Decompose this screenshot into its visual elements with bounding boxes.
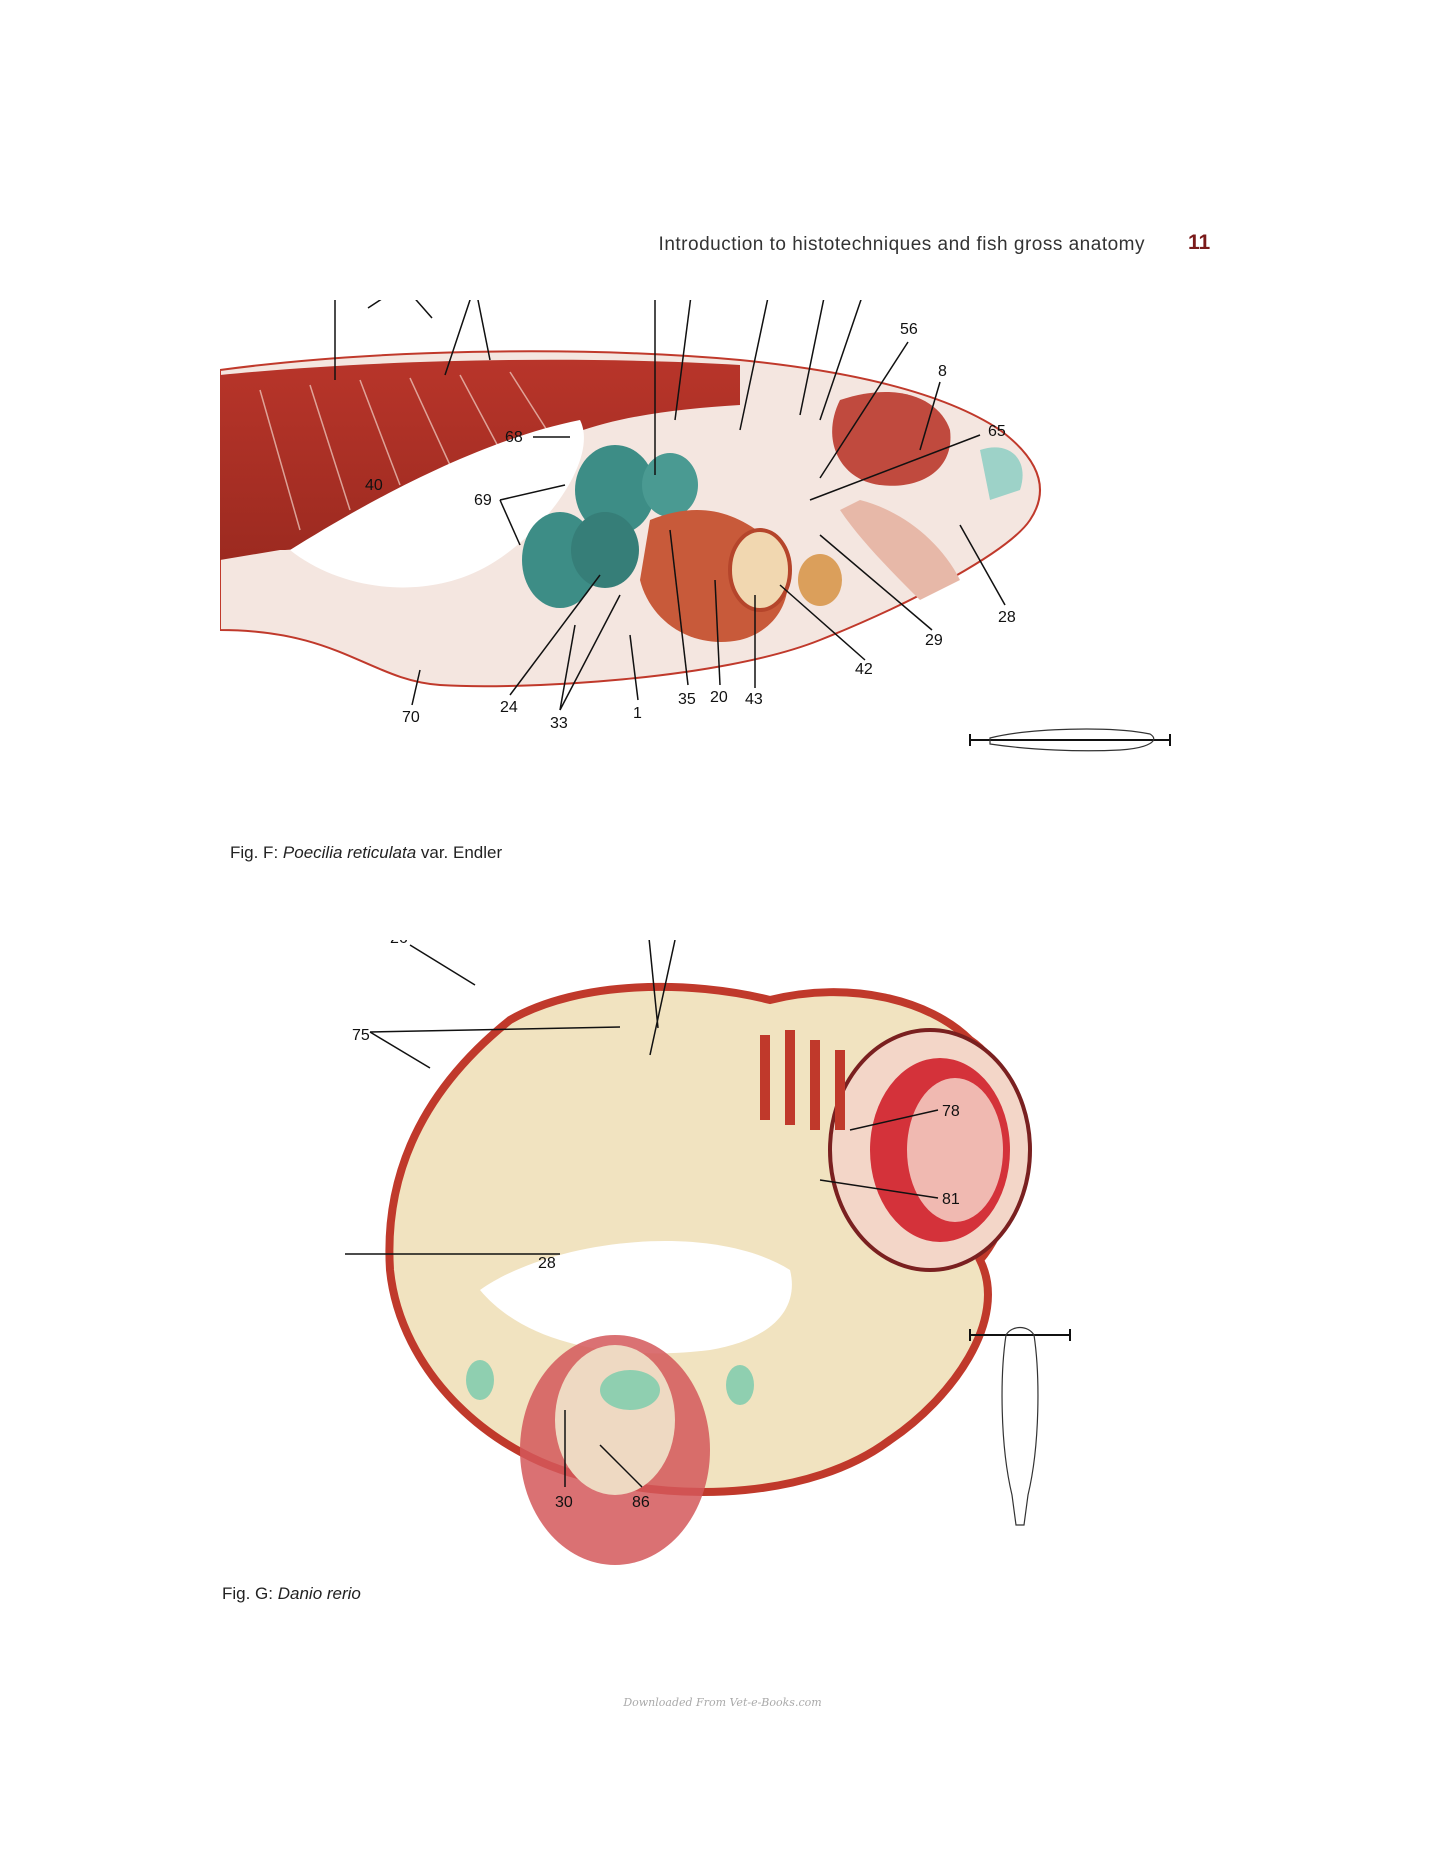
figure-f-illustration: 2 27 7 36 50 73 64 57 56 8 65 68 40 69 2…	[220, 300, 1171, 752]
figure-f: 2 27 7 36 50 73 64 57 56 8 65 68 40 69 2…	[220, 300, 1240, 900]
body-cavity-40	[290, 420, 584, 588]
label-78: 78	[942, 1103, 960, 1120]
head-brain-region	[832, 391, 951, 486]
label-68: 68	[505, 429, 523, 446]
label-26: 26	[390, 940, 408, 947]
label-42: 42	[855, 661, 873, 678]
label-40: 40	[365, 477, 383, 494]
orientation-fish-icon-f	[969, 728, 1171, 752]
footer-watermark: Downloaded From Vet-e-Books.com	[623, 1696, 822, 1709]
label-56: 56	[900, 321, 918, 338]
figure-g: 77 76 26 75 78 81 85 28 30 86	[330, 940, 1230, 1630]
label-8: 8	[938, 363, 947, 380]
caption-prefix-g: Fig. G:	[222, 1584, 278, 1603]
caption-prefix: Fig. F:	[230, 843, 283, 862]
figure-g-caption: Fig. G: Danio rerio	[222, 1584, 361, 1604]
label-20: 20	[710, 689, 728, 706]
leader-lines	[334, 300, 1006, 711]
figure-g-illustration: 77 76 26 75 78 81 85 28 30 86	[345, 940, 1071, 1565]
label-65: 65	[988, 423, 1006, 440]
caption-species-g: Danio rerio	[277, 1584, 361, 1603]
page-number: 11	[1188, 231, 1211, 254]
oral-cavity-28	[480, 1241, 792, 1354]
label-70: 70	[402, 709, 420, 726]
caption-species: Poecilia reticulata	[282, 843, 417, 862]
label-29: 29	[925, 632, 943, 649]
label-33: 33	[550, 715, 568, 732]
label-75: 75	[352, 1027, 370, 1044]
label-1: 1	[633, 705, 642, 722]
label-28: 28	[998, 609, 1016, 626]
orientation-fish-icon-g	[969, 1326, 1071, 1526]
figure-f-caption: Fig. F: Poecilia reticulata var. Endler	[230, 843, 502, 863]
label-81: 81	[942, 1191, 960, 1208]
teal-clusters	[522, 445, 698, 608]
gill-filaments	[760, 1030, 845, 1130]
label-69: 69	[474, 492, 492, 509]
leader-lines-g	[345, 940, 939, 1488]
label-35: 35	[678, 691, 696, 708]
label-28-g: 28	[538, 1255, 556, 1272]
caption-suffix: var. Endler	[416, 843, 503, 862]
label-30: 30	[555, 1494, 573, 1511]
myomere-lines	[259, 371, 551, 531]
gill-region	[840, 500, 960, 600]
label-86: 86	[632, 1494, 650, 1511]
label-24: 24	[500, 699, 518, 716]
running-title: Introduction to histotechniques and fish…	[658, 234, 1145, 255]
label-43: 43	[745, 691, 763, 708]
